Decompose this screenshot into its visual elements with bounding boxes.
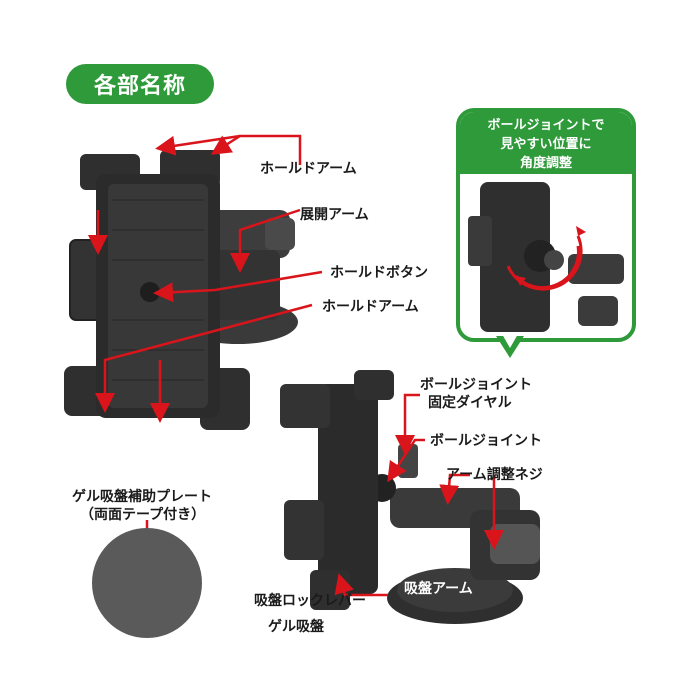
- label-gel-plate-1: ゲル吸盤補助プレート: [72, 489, 212, 505]
- callout-line-1: ボールジョイントで: [487, 118, 605, 133]
- label-hold-arm-top: ホールドアーム: [260, 161, 357, 177]
- label-arm-adjust-screw: アーム調整ネジ: [446, 467, 543, 483]
- label-ball-joint-dial-2: 固定ダイヤル: [428, 395, 512, 411]
- label-gel-plate-2: （両面テープ付き）: [80, 507, 206, 523]
- label-suction-arm: 吸盤アーム: [404, 581, 473, 597]
- ball-joint-callout: ボールジョイントで 見やすい位置に 角度調整: [456, 108, 636, 342]
- callout-line-3: 角度調整: [519, 156, 572, 171]
- callout-line-2: 見やすい位置に: [500, 137, 592, 152]
- label-suction-lock-lever: 吸盤ロックレバー: [254, 593, 366, 609]
- label-hold-arm-bottom: ホールドアーム: [322, 299, 419, 315]
- callout-tail-inner: [502, 334, 518, 348]
- label-gel-suction: ゲル吸盤: [268, 619, 324, 635]
- callout-text: ボールジョイントで 見やすい位置に 角度調整: [460, 116, 632, 173]
- label-expand-arm: 展開アーム: [300, 207, 369, 223]
- callout-header: [460, 112, 632, 174]
- ball-joint-closeup-illustration: [468, 182, 624, 332]
- section-title: 各部名称: [66, 64, 214, 104]
- label-hold-button: ホールドボタン: [330, 265, 428, 281]
- label-ball-joint-dial-1: ボールジョイント: [420, 377, 532, 393]
- phone-holder-side-illustration: [280, 370, 540, 624]
- gel-plate-disc: [92, 528, 202, 638]
- label-ball-joint: ボールジョイント: [430, 433, 542, 449]
